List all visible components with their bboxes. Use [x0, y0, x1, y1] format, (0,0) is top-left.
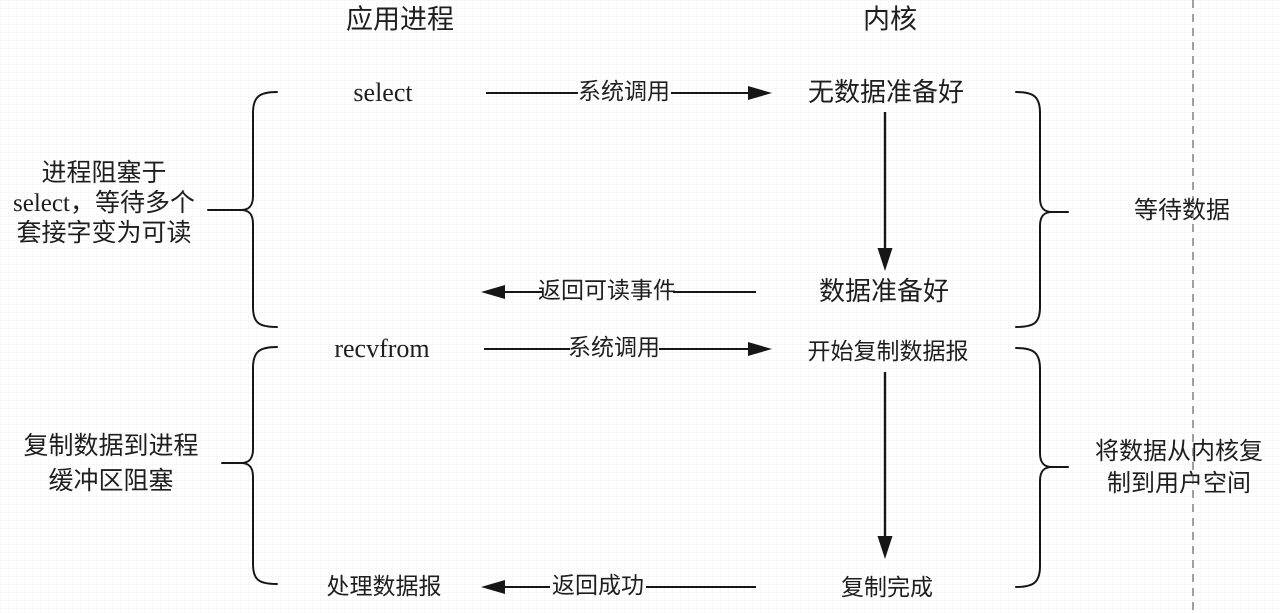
arrow-down-head-icon — [877, 536, 893, 559]
node-no-data-ready: 无数据准备好 — [807, 78, 965, 108]
node-process-datagram: 处理数据报 — [326, 572, 442, 599]
annotation-line: 缓冲区阻塞 — [48, 468, 174, 495]
annotation-line: 制到用户空间 — [1107, 471, 1251, 497]
arrow-down-head-icon — [877, 248, 893, 271]
node-select: select — [353, 78, 413, 108]
arrow-label-syscall-select: 系统调用 — [578, 78, 670, 104]
annotation-line: 复制数据到进程 — [23, 433, 199, 460]
left-brace-select-block — [207, 91, 278, 328]
syscall-recvfrom-arrow — [484, 342, 772, 356]
return-readable-arrow — [481, 285, 756, 299]
right-brace-wait-data — [1015, 91, 1069, 328]
arrow-label-return-success: 返回成功 — [552, 572, 644, 598]
arrow-left-head-icon — [481, 285, 505, 299]
annotation-copy-blocks: 复制数据到进程 缓冲区阻塞 — [23, 429, 198, 499]
left-brace-copy-block — [221, 346, 278, 585]
kernel-copy-arrow — [877, 372, 893, 559]
right-brace-kernel-copy — [1015, 347, 1069, 588]
annotation-line: 将数据从内核复 — [1095, 439, 1263, 465]
annotation-line: select，等待多个 — [13, 190, 195, 217]
column-header-app: 应用进程 — [346, 4, 454, 35]
arrow-label-syscall-recvfrom: 系统调用 — [568, 334, 660, 360]
node-start-copy: 开始复制数据报 — [807, 337, 969, 364]
annotation-kernel-copy: 将数据从内核复 制到用户空间 — [1095, 436, 1263, 500]
node-recvfrom: recvfrom — [334, 334, 430, 364]
arrow-label-return-readable: 返回可读事件 — [538, 277, 676, 303]
node-data-ready: 数据准备好 — [818, 277, 950, 307]
arrow-right-head-icon — [748, 342, 772, 356]
syscall-select-arrow — [486, 86, 772, 100]
column-header-kernel: 内核 — [863, 4, 917, 35]
kernel-wait-arrow — [877, 112, 893, 271]
arrow-left-head-icon — [481, 580, 505, 594]
arrow-right-head-icon — [748, 86, 772, 100]
annotation-wait-data: 等待数据 — [1134, 198, 1230, 225]
return-success-arrow — [481, 580, 756, 594]
node-copy-complete: 复制完成 — [841, 573, 933, 600]
annotation-blocked-on-select: 进程阻塞于 select，等待多个 套接字变为可读 — [13, 159, 195, 249]
annotation-line: 套接字变为可读 — [16, 220, 192, 247]
annotation-line: 进程阻塞于 — [41, 160, 167, 187]
